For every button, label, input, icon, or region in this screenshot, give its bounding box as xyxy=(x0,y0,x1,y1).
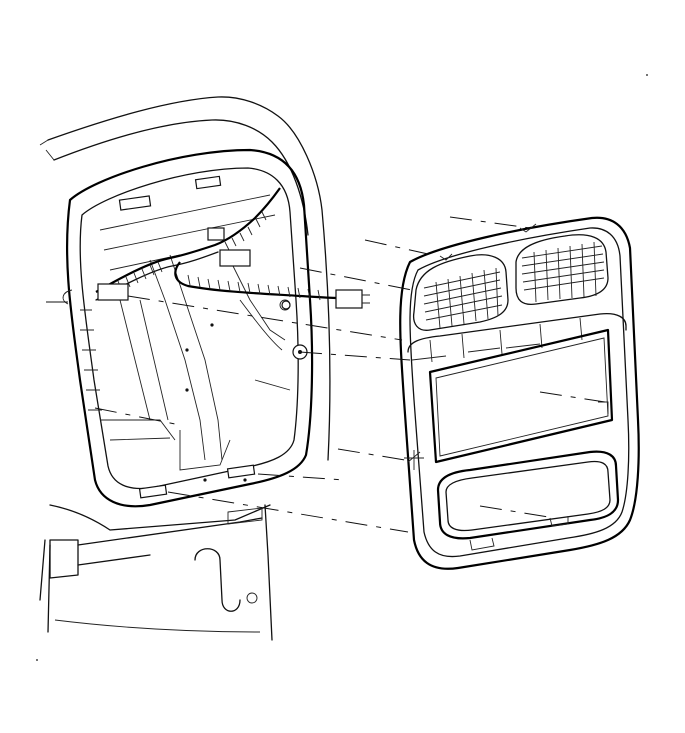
harness-connector-right xyxy=(335,289,363,309)
stray-dot xyxy=(646,74,648,76)
stray-dot xyxy=(36,659,38,661)
wiring-harness xyxy=(95,187,370,310)
instrument-panel-opening xyxy=(39,96,331,508)
harness-connector-left xyxy=(97,283,129,301)
lower-dash-console xyxy=(39,504,273,641)
air-vent-right xyxy=(515,234,609,306)
air-vent-left xyxy=(412,254,509,331)
radio-opening xyxy=(428,328,614,464)
hvac-control-opening xyxy=(436,450,620,551)
alignment-leader-lines xyxy=(46,216,606,533)
center-trim-bezel xyxy=(399,216,640,570)
